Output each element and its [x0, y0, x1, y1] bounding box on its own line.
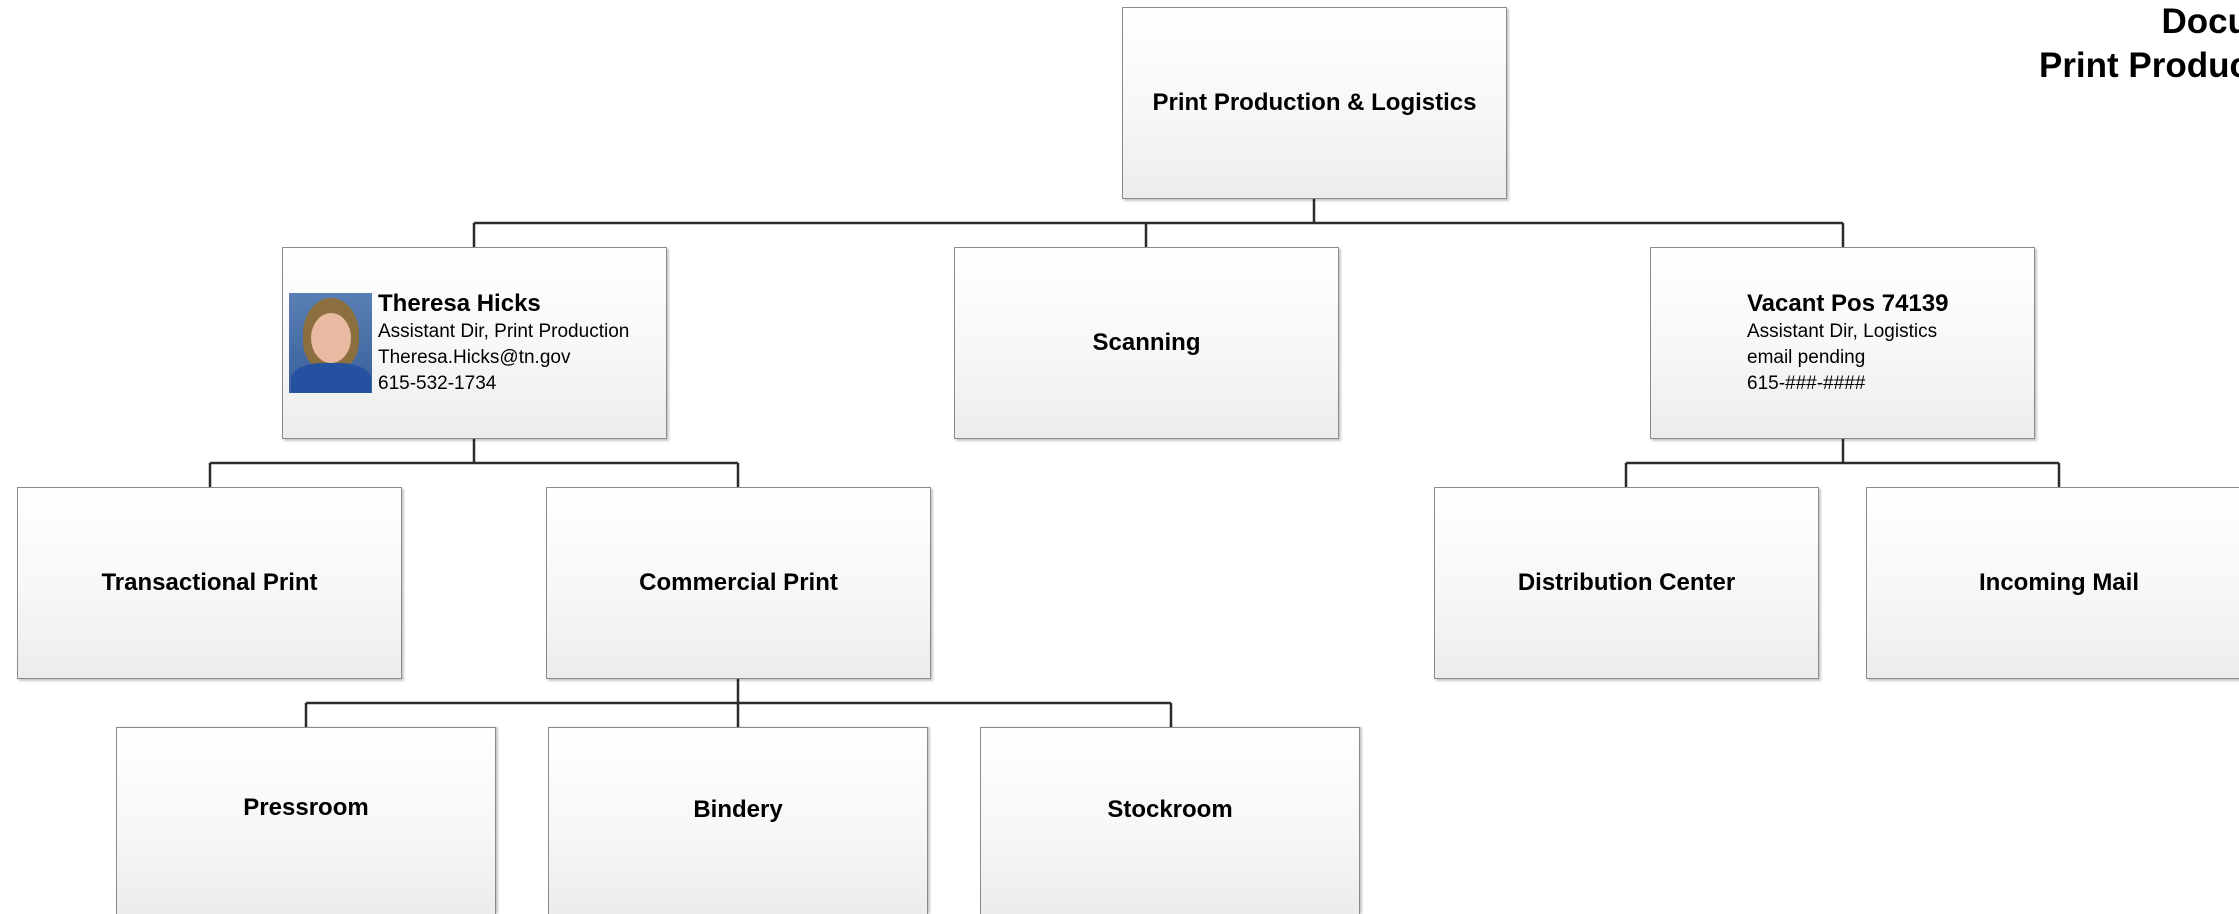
org-node-stockroom[interactable]: Stockroom [980, 727, 1360, 914]
person-phone: 615-532-1734 [378, 373, 497, 394]
org-node-transactional-print[interactable]: Transactional Print [17, 487, 402, 679]
org-node-label: Print Production & Logistics [1152, 89, 1477, 116]
org-node-pressroom[interactable]: Pressroom [116, 727, 496, 914]
org-node-label: Pressroom [243, 794, 369, 821]
person-title: Assistant Dir, Logistics [1747, 321, 1938, 342]
org-node-label: Commercial Print [639, 569, 838, 596]
org-node-label: Bindery [693, 796, 783, 823]
person-name: Vacant Pos 74139 [1747, 290, 1949, 317]
person-title: Assistant Dir, Print Production [378, 321, 630, 342]
org-node-scanning[interactable]: Scanning [954, 247, 1339, 439]
person-phone: 615-###-#### [1747, 373, 1866, 394]
org-node-label: Scanning [1092, 329, 1201, 356]
person-photo [289, 293, 372, 393]
org-node-vacant-pos[interactable]: Vacant Pos 74139 Assistant Dir, Logistic… [1650, 247, 2035, 439]
org-node-theresa-hicks[interactable]: Theresa Hicks Assistant Dir, Print Produ… [282, 247, 667, 439]
person-email: email pending [1747, 347, 1866, 368]
document-title: Docu Print Produc [2039, 0, 2239, 88]
org-node-commercial-print[interactable]: Commercial Print [546, 487, 931, 679]
org-node-root[interactable]: Print Production & Logistics [1122, 7, 1507, 199]
org-node-distribution-center[interactable]: Distribution Center [1434, 487, 1819, 679]
org-node-label: Incoming Mail [1978, 569, 2139, 596]
person-email: Theresa.Hicks@tn.gov [378, 347, 571, 368]
person-name: Theresa Hicks [378, 290, 541, 317]
org-node-incoming-mail[interactable]: Incoming Mail [1866, 487, 2239, 679]
org-node-label: Transactional Print [101, 569, 318, 596]
person-info: Vacant Pos 74139 Assistant Dir, Logistic… [1747, 289, 1948, 397]
org-node-label: Distribution Center [1517, 569, 1736, 596]
org-node-bindery[interactable]: Bindery [548, 727, 928, 914]
org-node-label: Stockroom [1107, 796, 1233, 823]
document-title-line1: Docu [2161, 2, 2239, 41]
document-title-line2: Print Produc [2038, 46, 2239, 85]
person-info: Theresa Hicks Assistant Dir, Print Produ… [378, 289, 629, 397]
